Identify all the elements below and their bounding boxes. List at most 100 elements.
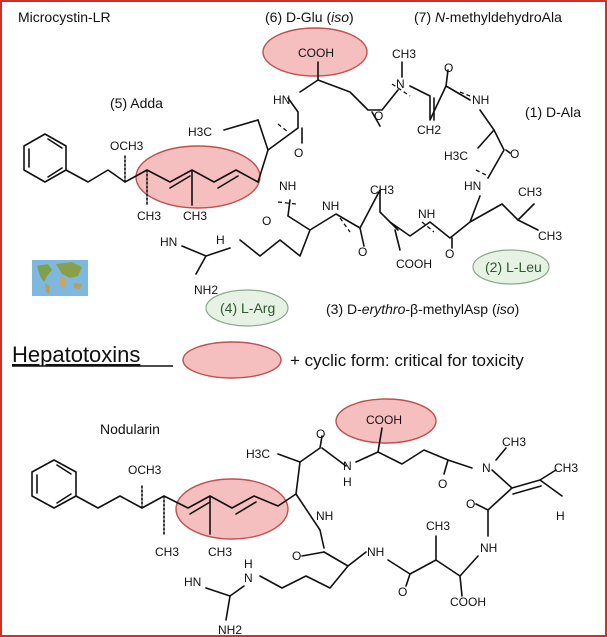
- cleavage-mark-2: [459, 91, 471, 97]
- nodularin-ring-4: [387, 555, 479, 577]
- cleavage-mark-7: [391, 83, 411, 97]
- cleavage-mark-4: [277, 201, 297, 205]
- nodularin-guanidine-imine: [205, 587, 231, 597]
- nodularin-h-1: H: [343, 475, 352, 489]
- h3c-label-ala: H3C: [444, 149, 468, 163]
- och3-label-microcystin: OCH3: [110, 139, 144, 153]
- nodularin-carbonyl-5: [301, 551, 325, 557]
- nodularin-ring-3: [487, 487, 513, 537]
- nodularin-nh-3: NH: [316, 509, 333, 523]
- nodularin-ring-6: [295, 493, 325, 549]
- mdha-backbone: [409, 85, 471, 121]
- nodularin-cooh-bond-2: [459, 575, 463, 597]
- ch3-label-masp: CH3: [370, 183, 394, 197]
- nodularin-oxygen-4: O: [398, 585, 407, 599]
- nh2-label-nodularin: NH2: [218, 623, 242, 637]
- nh-label-5: NH: [279, 179, 296, 193]
- ring-segment-1: [267, 97, 299, 151]
- adda-double-bond-2: [217, 175, 239, 189]
- oxygen-label-5: O: [445, 247, 454, 261]
- ch3-label-nodularin-nme: CH3: [502, 435, 526, 449]
- nh-label-1: HN: [273, 93, 290, 107]
- microcystin-title: Microcystin-LR: [18, 9, 111, 25]
- oxygen-label-3: O: [444, 61, 453, 75]
- nodularin-adda-chain: [75, 493, 297, 509]
- masp-core: [359, 189, 399, 231]
- nodularin-dhb-methyl: [539, 469, 557, 481]
- oxygen-label-1: O: [294, 146, 303, 160]
- residue-2-pill: [472, 249, 550, 285]
- nodularin-n-2: N: [482, 461, 491, 475]
- nh-label-4: NH: [322, 199, 339, 213]
- ch3-label-nodularin-1: CH3: [155, 545, 179, 559]
- hepatotoxins-title: Hepatotoxins: [12, 342, 140, 367]
- nodularin-double-bond-2: [235, 501, 257, 515]
- nodularin-dhb-double: [512, 485, 542, 495]
- adda-diene-highlight: [135, 145, 261, 209]
- guanidine-bonds: [195, 247, 231, 275]
- nodularin-carbonyl-2: [443, 459, 449, 475]
- nodularin-ring-2: [321, 447, 347, 467]
- nodularin-cooh-highlight: [335, 398, 437, 444]
- och3-label-nodularin: OCH3: [128, 463, 162, 477]
- residue-4-pill: [205, 289, 289, 327]
- nodularin-oxygen-5: O: [292, 549, 301, 563]
- nodularin-n-arg: N: [244, 571, 253, 585]
- adda-double-bond-1: [169, 175, 191, 189]
- legend-highlight-swatch: [182, 341, 282, 379]
- nodularin-guanidine: [225, 585, 245, 621]
- ala-backbone: [479, 109, 505, 179]
- nh2-label-microcystin: NH2: [194, 283, 218, 297]
- h-label-arg: H: [216, 233, 225, 247]
- oxygen-label-2: O: [374, 109, 383, 123]
- legend-text: + cyclic form: critical for toxicity: [290, 351, 524, 370]
- nodularin-arg-chain: [259, 565, 349, 589]
- cleavage-mark-6: [421, 221, 435, 233]
- carbonyl-bond-6: [359, 227, 365, 247]
- nodularin-glu-chain: [355, 449, 473, 469]
- nodularin-dhb: [491, 469, 563, 497]
- masp-cooh-bond: [394, 229, 401, 251]
- residue-1-label: (1) D-Ala: [525, 104, 581, 120]
- residue-3-label: (3) D-erythro-β-methylAsp (iso): [326, 301, 519, 317]
- world-map-icon: [32, 260, 88, 296]
- oxygen-label-6: O: [358, 245, 367, 259]
- glu-cooh-highlight: [262, 27, 368, 77]
- nodularin-carbonyl-4: [405, 573, 411, 587]
- oxygen-label-4: O: [510, 147, 519, 161]
- cooh-label-masp: COOH: [396, 257, 432, 271]
- nodularin-ring-5: [323, 551, 367, 567]
- carbonyl-bond-4: [505, 149, 511, 154]
- guanidine-imine: [181, 245, 207, 257]
- h3c-label-nodularin: H3C: [246, 447, 270, 461]
- nodularin-h3c-bond: [277, 453, 301, 463]
- cleavage-mark-5: [339, 217, 351, 233]
- carbonyl-bond-2: [371, 111, 381, 127]
- residue-4-label: (4) L-Arg: [220, 300, 275, 316]
- cleavage-mark-3: [475, 169, 489, 177]
- cooh-label-glu: COOH: [298, 46, 334, 60]
- cleavage-mark-1: [277, 123, 289, 133]
- hn-label-nodularin-guanidine: HN: [184, 575, 201, 589]
- ch3-label-nodularin-2: CH3: [208, 545, 232, 559]
- oxygen-label-7: O: [262, 214, 271, 228]
- nodularin-n-methyl-bond: [495, 447, 507, 461]
- carbonyl-bond-3: [445, 69, 449, 87]
- hn-label-guanidine: HN: [160, 235, 177, 249]
- nodularin-title: Nodularin: [100, 421, 160, 437]
- n-label-mdha: N: [396, 77, 405, 91]
- nodularin-h-arg: H: [244, 557, 253, 571]
- ch3-label-leu-1: CH3: [518, 185, 542, 199]
- nodularin-nh-2: NH: [367, 545, 384, 559]
- carbonyl-bond-7: [287, 199, 291, 217]
- nodularin-carbonyl-3: [475, 503, 489, 511]
- nodularin-carbonyl-1: [319, 435, 323, 449]
- arg-side-chain: [239, 229, 311, 257]
- residue-6-label: (6) D-Glu (iso): [265, 9, 354, 25]
- nodularin-oxygen-2: O: [438, 477, 447, 491]
- leu-branch: [517, 219, 539, 231]
- ch3-label-mdha: CH3: [392, 47, 416, 61]
- ch3-label-adda-1: CH3: [137, 209, 161, 223]
- nh-label-2: NH: [472, 93, 489, 107]
